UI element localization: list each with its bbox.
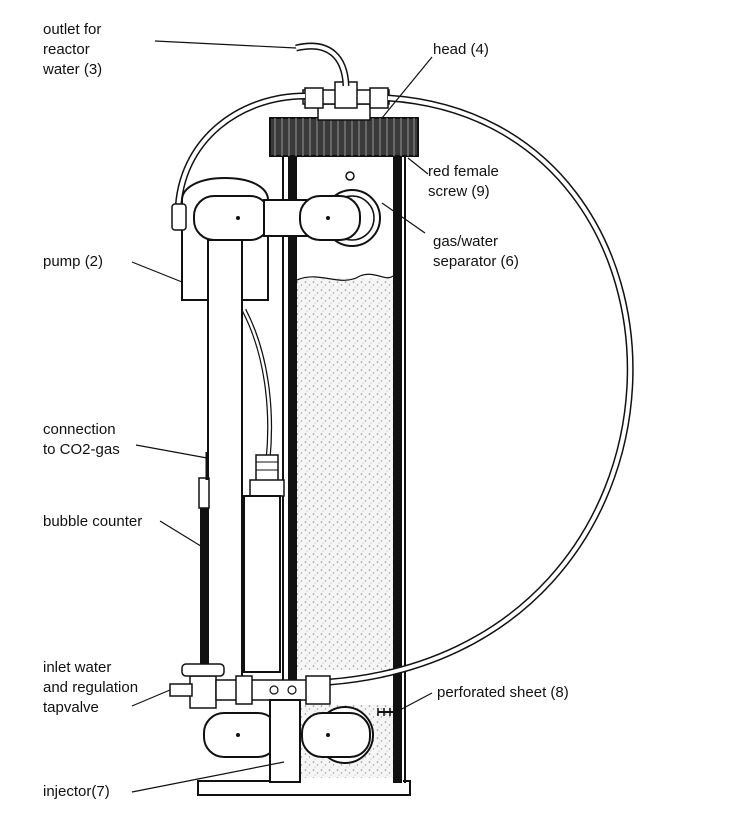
injector-block bbox=[269, 699, 301, 783]
outlet-hose bbox=[295, 42, 350, 87]
label-separator-line1: gas/water bbox=[433, 233, 499, 250]
label-separator-line2: separator (6) bbox=[433, 253, 519, 270]
label-co2-line2: to CO2-gas bbox=[43, 441, 120, 458]
label-outlet-line3: water (3) bbox=[43, 61, 103, 78]
label-co2: connection to CO2-gas bbox=[43, 420, 120, 460]
label-separator: gas/water separator (6) bbox=[433, 232, 519, 272]
label-inlet: inlet water and regulation tapvalve bbox=[43, 658, 138, 718]
label-inlet-line2: and regulation bbox=[43, 679, 139, 696]
label-co2-line1: connection bbox=[43, 421, 116, 438]
label-outlet-line1: outlet for bbox=[43, 21, 102, 38]
pump-tube bbox=[207, 239, 243, 686]
leader-lines bbox=[131, 40, 433, 793]
label-head: head (4) bbox=[433, 41, 489, 58]
label-red-screw: red female screw (9) bbox=[428, 162, 499, 202]
head-fitting bbox=[302, 81, 390, 109]
label-red-screw-line1: red female bbox=[428, 163, 499, 180]
bottom-assembly bbox=[203, 699, 374, 783]
label-outlet-line2: reactor bbox=[43, 41, 90, 58]
reactor-head bbox=[269, 103, 419, 157]
label-pump: pump (2) bbox=[43, 253, 104, 270]
bubble-counter bbox=[198, 452, 281, 676]
label-bubble-counter: bubble counter bbox=[43, 513, 143, 530]
label-outlet: outlet for reactor water (3) bbox=[43, 20, 102, 80]
co2-connector bbox=[249, 454, 285, 497]
gas-water-separator bbox=[263, 171, 381, 247]
label-perforated-sheet: perforated sheet (8) bbox=[437, 684, 569, 701]
base-plate bbox=[197, 780, 411, 796]
pump-body bbox=[171, 176, 271, 301]
label-injector: injector(7) bbox=[43, 783, 110, 800]
label-inlet-line1: inlet water bbox=[43, 659, 112, 676]
label-red-screw-line2: screw (9) bbox=[428, 183, 490, 200]
label-inlet-line3: tapvalve bbox=[43, 699, 99, 716]
media-bed bbox=[297, 278, 393, 670]
